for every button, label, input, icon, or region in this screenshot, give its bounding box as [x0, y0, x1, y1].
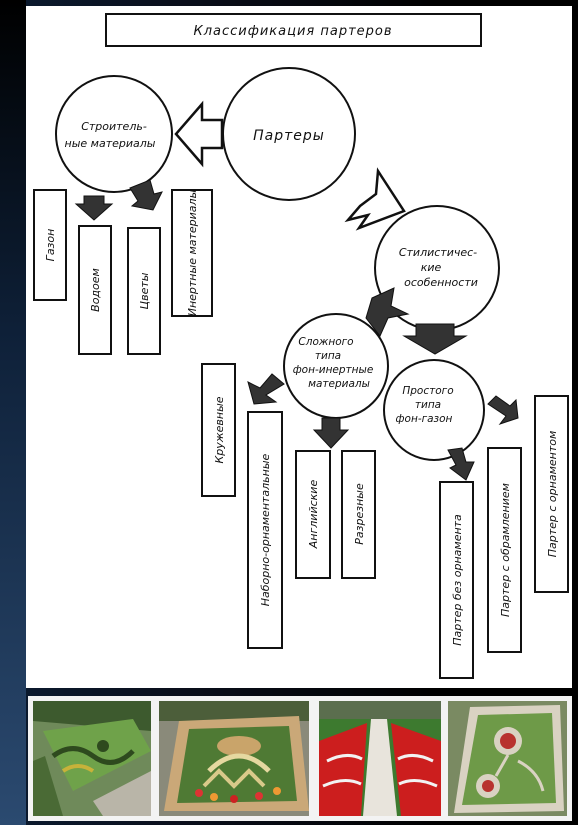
embroidered-parterre-photo: [159, 701, 309, 816]
parterres-label: Партеры: [253, 128, 325, 144]
complex-line-1: Сложного: [298, 336, 353, 348]
flower-parterre-photo: [319, 701, 441, 816]
arrow-to-simple: [402, 323, 468, 355]
no-ornament-box: [439, 481, 474, 679]
english-box: [295, 450, 331, 579]
complex-line-2: типа: [315, 350, 341, 362]
stylistic-line-1: Стилистичес-: [399, 246, 477, 259]
diagram-title: Классификация партеров: [193, 24, 392, 39]
title-box: [105, 13, 482, 47]
stylistic-line-2: кие: [421, 261, 442, 274]
lawn-parterre-photo: [33, 701, 151, 816]
classification-diagram: Классификация партеров Партеры Строитель…: [26, 6, 572, 688]
lace-label: Кружевные: [213, 396, 226, 463]
ornament-label: Партер с орнаментом: [546, 431, 559, 558]
arrow-to-no-ornament: [447, 447, 475, 481]
set-ornamental-label: Наборно-орнаментальные: [259, 453, 272, 606]
complex-line-4: материалы: [308, 378, 370, 390]
simple-line-1: Простого: [402, 385, 453, 397]
arrow-to-english: [312, 417, 350, 449]
arrow-to-materials: [174, 100, 224, 168]
arrow-to-lawn-water: [74, 195, 114, 221]
set-ornamental-box: [247, 411, 283, 649]
photo-strip: [28, 696, 572, 821]
flowers-label: Цветы: [138, 272, 151, 309]
arrow-to-lace: [247, 373, 285, 405]
lawn-label: Газон: [44, 229, 57, 262]
inert-materials-label: Инертные материалы: [186, 189, 199, 316]
building-materials-line-2: ные материалы: [65, 137, 156, 150]
simple-type-circle: [383, 359, 485, 461]
ornament-box: [534, 395, 569, 593]
arrow-to-ornament: [487, 395, 519, 425]
simple-line-3: фон-газон: [396, 413, 453, 425]
water-box: [78, 225, 112, 355]
diagram-canvas: Классификация партеров Партеры Строитель…: [33, 13, 569, 679]
complex-line-3: фон-инертные: [293, 364, 374, 376]
english-label: Английские: [307, 480, 320, 550]
arrow-to-flowers: [129, 179, 163, 211]
cutout-label: Разрезные: [353, 483, 366, 545]
inert-materials-box: [171, 189, 213, 317]
water-label: Водоем: [89, 268, 102, 312]
slide-left-edge: [0, 0, 26, 825]
framed-label: Партер с обрамлением: [499, 483, 512, 617]
simple-line-2: типа: [415, 399, 441, 411]
no-ornament-label: Партер без орнамента: [451, 514, 464, 646]
building-materials-line-1: Строитель-: [81, 120, 147, 133]
stylistic-line-3: особенности: [404, 276, 478, 289]
lace-box: [201, 363, 236, 497]
flowers-box: [127, 227, 161, 355]
cutout-box: [341, 450, 376, 579]
framed-box: [487, 447, 522, 653]
lawn-box: [33, 189, 67, 301]
arrow-to-stylistic: [344, 167, 406, 231]
framed-lawn-parterre-photo: [448, 701, 567, 816]
building-materials-circle: [55, 75, 173, 193]
arrow-to-complex: [365, 287, 410, 337]
